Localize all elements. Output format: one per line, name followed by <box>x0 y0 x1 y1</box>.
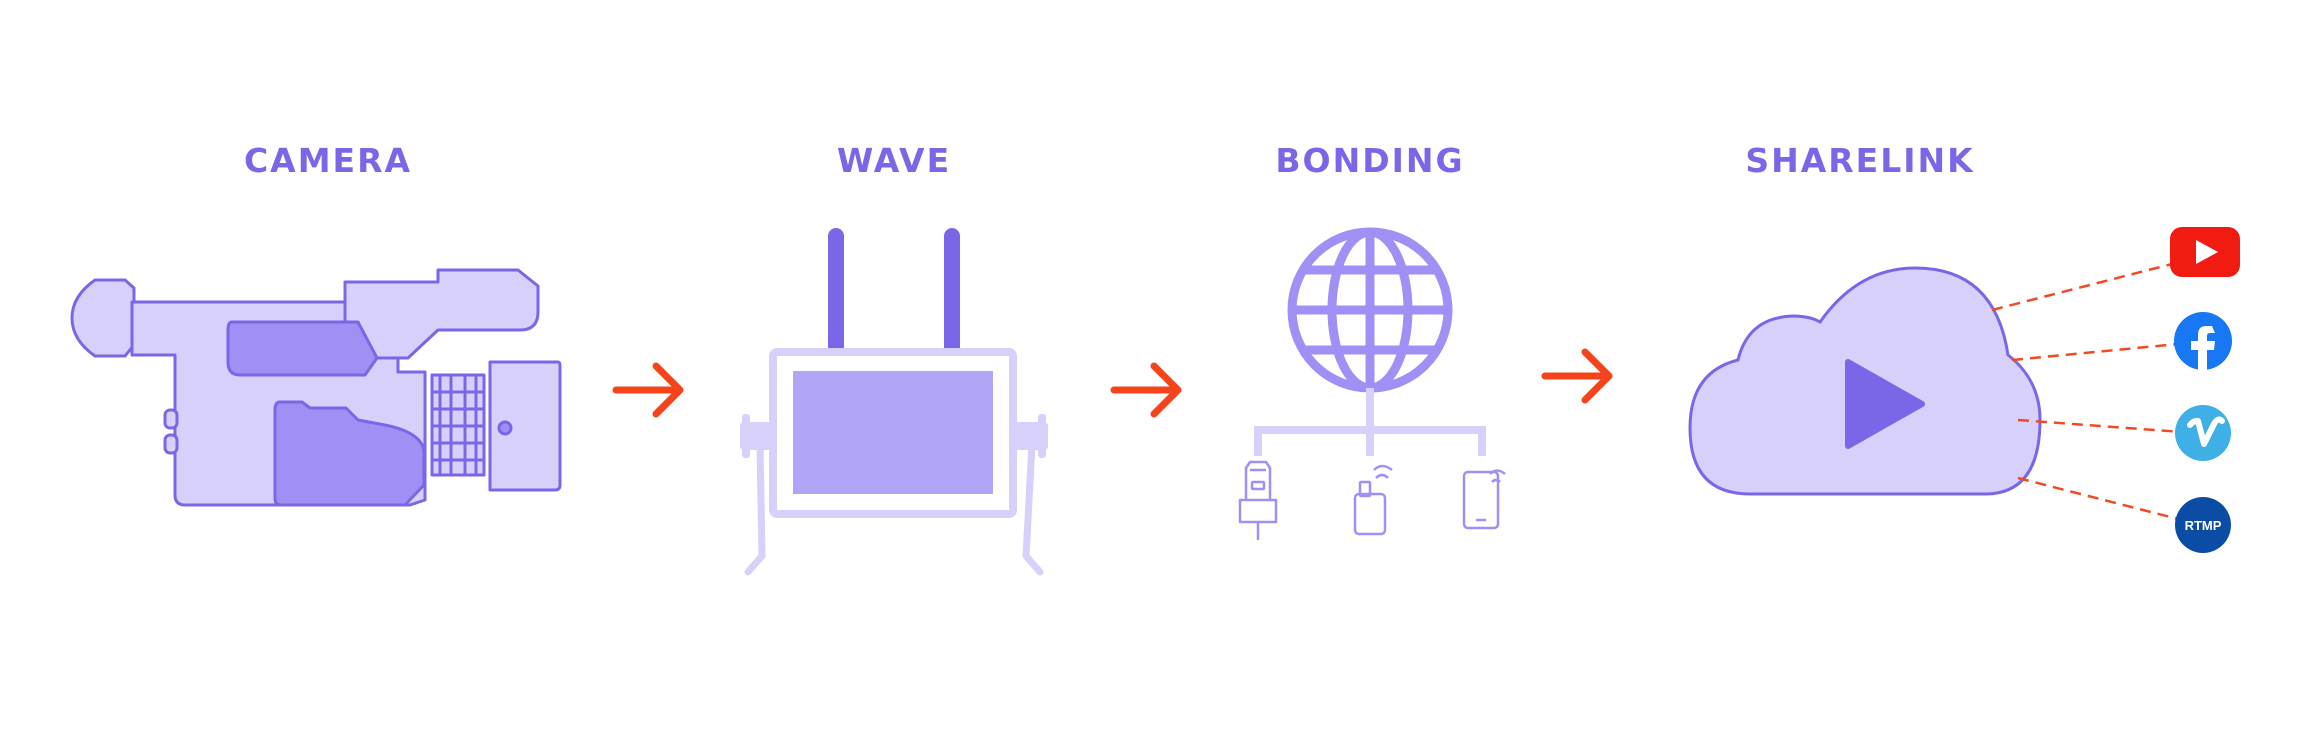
phone-icon <box>1462 469 1506 530</box>
play-icon <box>1845 359 1925 449</box>
arrow-bonding-to-sharelink <box>1541 348 1613 404</box>
wave-device-icon <box>740 228 1048 576</box>
globe-icon <box>1287 227 1453 393</box>
ethernet-icon <box>1238 460 1278 540</box>
destination-connectors <box>1991 262 2183 522</box>
arrow-camera-to-wave <box>612 362 684 418</box>
usb-modem-icon <box>1353 464 1393 536</box>
stage-title-sharelink: SHARELINK <box>1745 141 1974 180</box>
rtmp-label: RTMP <box>2185 518 2222 533</box>
vimeo-icon <box>2175 405 2231 461</box>
youtube-icon <box>2170 227 2240 277</box>
stage-title-wave: WAVE <box>837 141 951 180</box>
bonding-icon <box>1238 227 1506 540</box>
stage-title-bonding: BONDING <box>1275 141 1464 180</box>
arrow-wave-to-bonding <box>1110 362 1182 418</box>
stage-title-camera: CAMERA <box>244 141 412 180</box>
facebook-icon <box>2174 312 2232 370</box>
cloud-icon <box>1688 266 2042 496</box>
camera-icon <box>70 268 562 507</box>
rtmp-icon: RTMP <box>2175 497 2231 553</box>
